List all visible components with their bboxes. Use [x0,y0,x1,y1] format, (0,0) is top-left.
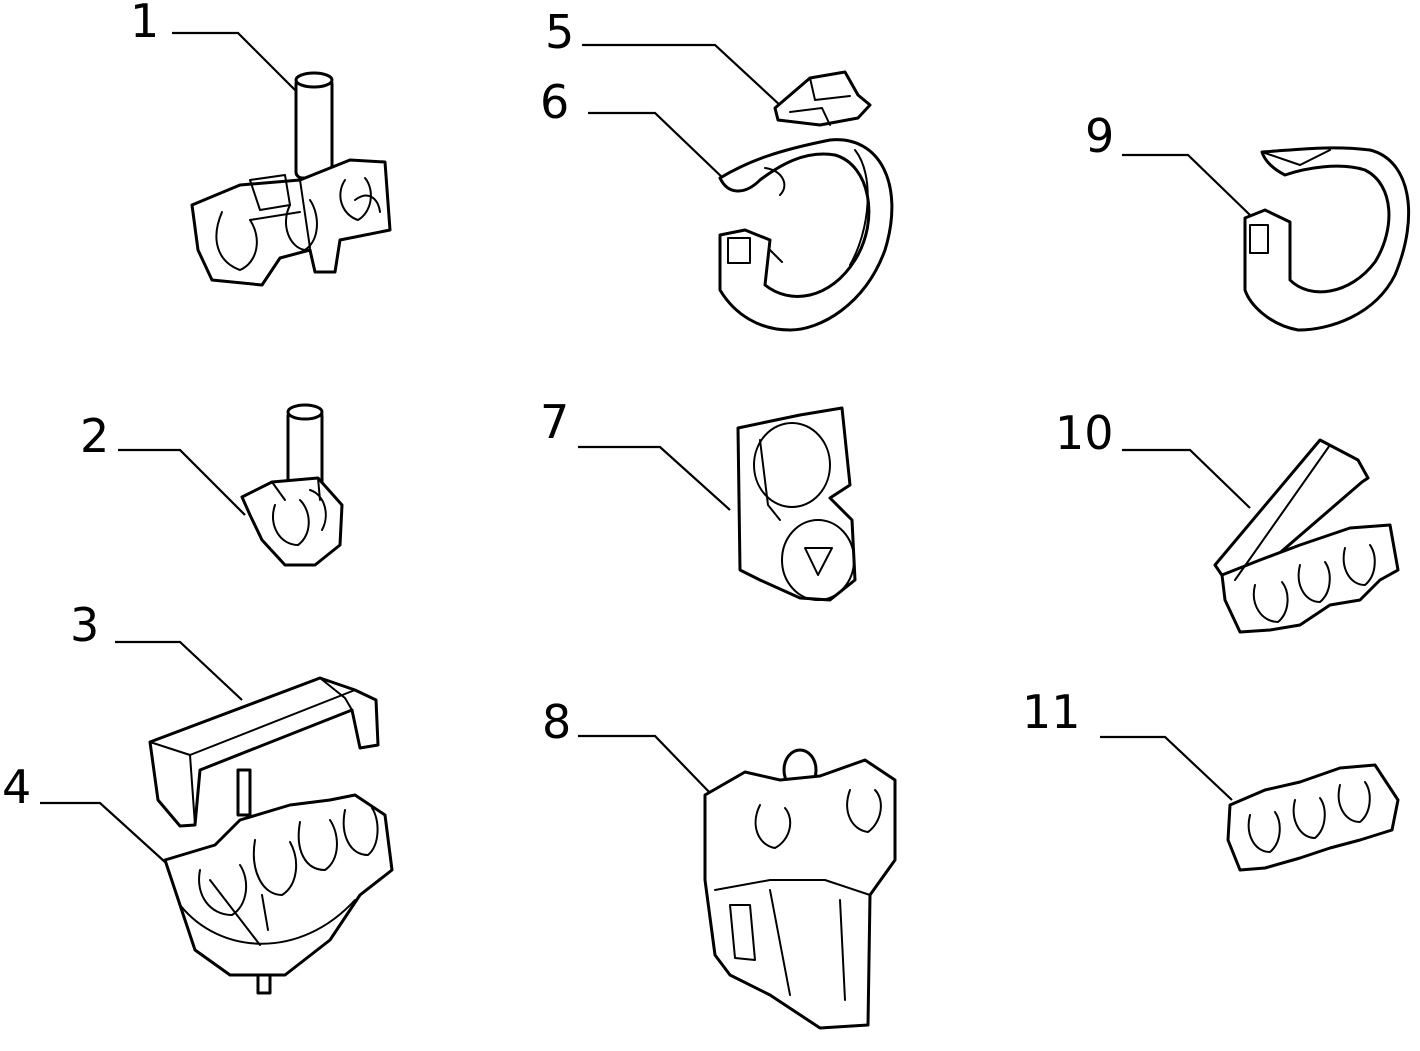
part-5: 5 [545,5,872,127]
label-7: 7 [540,395,569,449]
label-10: 10 [1055,406,1114,460]
leader-4 [40,801,166,863]
label-9: 9 [1085,109,1114,163]
part-4: 4 [2,760,394,995]
leader-3 [115,640,243,701]
label-1: 1 [130,0,159,48]
leader-6 [588,111,726,181]
part-8: 8 [542,695,897,1030]
leader-8 [578,734,713,796]
leader-9 [1122,153,1251,216]
part-7: 7 [540,395,857,602]
leader-7 [578,445,731,511]
label-2: 2 [80,409,109,463]
label-11: 11 [1022,685,1081,739]
part-6: 6 [540,75,894,332]
part-3: 3 [70,598,380,828]
label-3: 3 [70,598,99,652]
label-8: 8 [542,695,571,749]
label-4: 4 [2,760,31,814]
part-1: 1 [130,0,392,287]
label-6: 6 [540,75,569,129]
part-11: 11 [1022,685,1400,872]
leader-11 [1100,735,1233,801]
part-2: 2 [80,403,344,567]
leader-5 [582,43,783,108]
leader-2 [118,448,246,516]
label-5: 5 [545,5,574,59]
leader-10 [1122,448,1251,509]
part-10: 10 [1055,406,1400,634]
leader-1 [172,31,301,96]
part-9: 9 [1085,109,1411,332]
